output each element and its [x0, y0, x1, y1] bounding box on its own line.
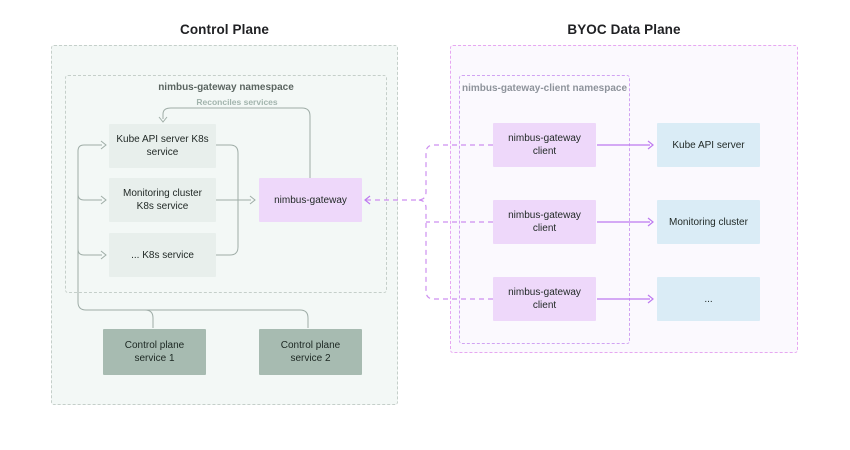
node-nimbus-gateway-client-2: nimbus-gateway client — [493, 200, 596, 244]
node-ellipsis-target: ... — [657, 277, 760, 321]
node-monitoring-cluster: Monitoring cluster — [657, 200, 760, 244]
node-control-plane-service-2: Control plane service 2 — [259, 329, 362, 375]
nimbus-gateway-namespace-label: nimbus-gateway namespace — [158, 82, 294, 93]
node-ellipsis-k8s-service: ... K8s service — [109, 233, 216, 277]
node-kube-api-server: Kube API server — [657, 123, 760, 167]
nimbus-gateway-client-namespace-label: nimbus-gateway-client namespace — [461, 83, 628, 94]
node-nimbus-gateway: nimbus-gateway — [259, 178, 362, 222]
node-nimbus-gateway-client-1: nimbus-gateway client — [493, 123, 596, 167]
byoc-data-plane-title: BYOC Data Plane — [567, 22, 681, 37]
node-monitoring-cluster-k8s-service: Monitoring cluster K8s service — [109, 178, 216, 222]
node-kube-api-server-k8s-service: Kube API server K8s service — [109, 124, 216, 168]
node-nimbus-gateway-client-3: nimbus-gateway client — [493, 277, 596, 321]
reconciles-services-label: Reconciles services — [196, 97, 278, 107]
control-plane-title: Control Plane — [179, 22, 270, 37]
node-control-plane-service-1: Control plane service 1 — [103, 329, 206, 375]
